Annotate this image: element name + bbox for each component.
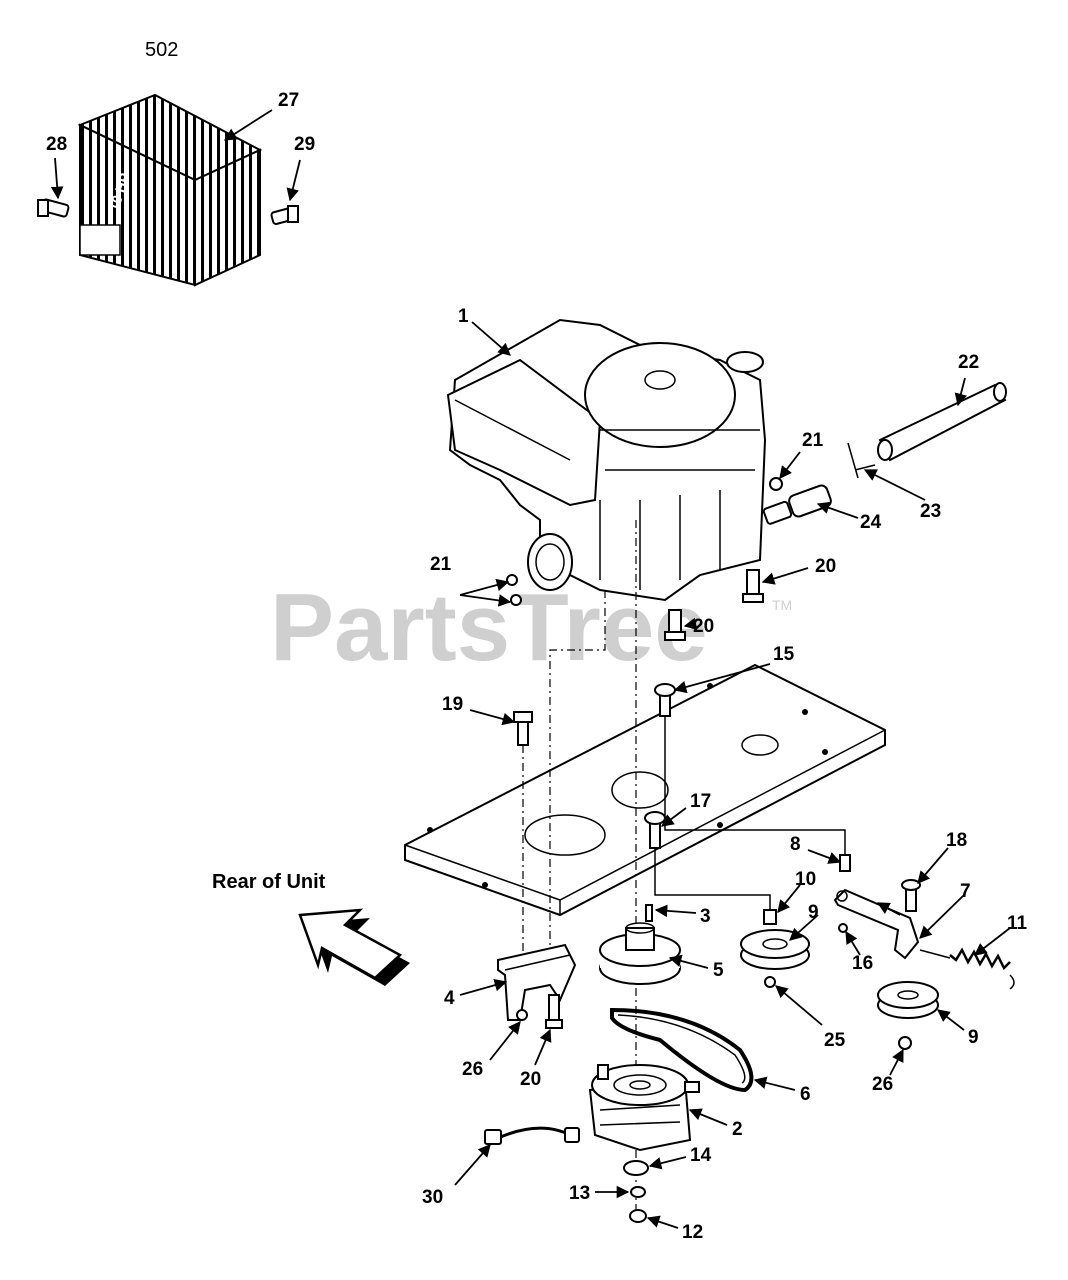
callout-22: 22 [958,352,979,373]
bolt-20a [742,569,764,603]
bolt-19 [513,711,533,746]
callout-10: 10 [795,869,816,890]
idler-arm-7 [833,888,920,960]
callout-23: 23 [920,501,941,522]
bolt-20b [664,609,686,641]
engine-part [446,318,767,602]
rear-of-unit-label: Rear of Unit [212,871,326,893]
callout-4: 4 [444,988,455,1009]
callout-16: 16 [852,953,873,974]
callout-9-lower: 9 [968,1027,979,1048]
assembly-number: 502 [145,39,178,61]
clutch-2 [588,1064,700,1152]
watermark-trademark: TM [772,597,792,613]
callout-6: 6 [800,1084,811,1105]
callout-1: 1 [458,306,469,327]
assembly-line-15 [664,716,846,855]
pin-8 [839,854,851,872]
washer-14 [623,1160,649,1176]
callout-27: 27 [278,90,299,111]
assembly-line-left [549,590,606,950]
callout-9-upper: 9 [808,902,819,923]
pulley-5 [599,922,681,985]
bolt-20c [545,994,563,1029]
callout-8: 8 [790,834,801,855]
spring-11 [919,947,1015,990]
callout-7: 7 [960,881,971,902]
bolt-12 [629,1209,647,1223]
leader-lines [50,109,1011,1229]
callout-15: 15 [773,644,795,665]
clamp-23 [847,442,876,479]
callout-14: 14 [690,1145,712,1166]
nut-26a [516,1009,528,1021]
callout-11: 11 [1007,913,1028,934]
nut-16 [838,923,848,933]
callout-28: 28 [46,134,67,155]
callout-26-left: 26 [462,1059,483,1080]
callout-29: 29 [294,134,315,155]
callout-24: 24 [860,512,882,533]
callout-5: 5 [713,960,724,981]
callout-30: 30 [422,1187,443,1208]
callout-13: 13 [569,1183,590,1204]
callout-3: 3 [700,906,711,927]
nut-25 [764,976,776,988]
tube-22 [877,382,1007,462]
callout-19: 19 [442,694,463,715]
callout-numbers: 1 2 3 4 5 6 7 8 9 9 10 11 12 13 14 15 16… [46,90,1028,1243]
callout-20-right: 20 [815,556,836,577]
idler-pulley-9a [740,929,810,970]
callout-12: 12 [682,1222,703,1243]
assembly-line-17 [654,848,771,915]
mounting-plate [404,663,886,917]
callout-18: 18 [946,830,967,851]
shield-part: 10 HP [77,93,263,287]
callout-20-bracket: 20 [520,1069,541,1090]
nut-21a [769,477,783,491]
nut-26b [898,1036,912,1050]
washer-13 [630,1186,646,1198]
spacer-10 [763,909,777,925]
callout-2: 2 [732,1119,743,1140]
callout-25: 25 [824,1030,846,1051]
harness-30 [484,1126,580,1145]
bracket-4 [497,943,577,1021]
bolt-29 [270,205,299,225]
callout-20-center: 20 [693,616,714,637]
idler-pulley-9b [877,981,939,1019]
callout-17: 17 [690,791,711,812]
rear-arrow-icon [298,908,410,986]
key-3 [645,904,653,922]
callout-26-right: 26 [872,1074,893,1095]
bolt-28 [37,198,70,218]
callout-21-right: 21 [802,430,824,451]
callout-21-left: 21 [430,554,452,575]
belt-6 [610,1007,754,1093]
bolt-18 [901,879,921,912]
